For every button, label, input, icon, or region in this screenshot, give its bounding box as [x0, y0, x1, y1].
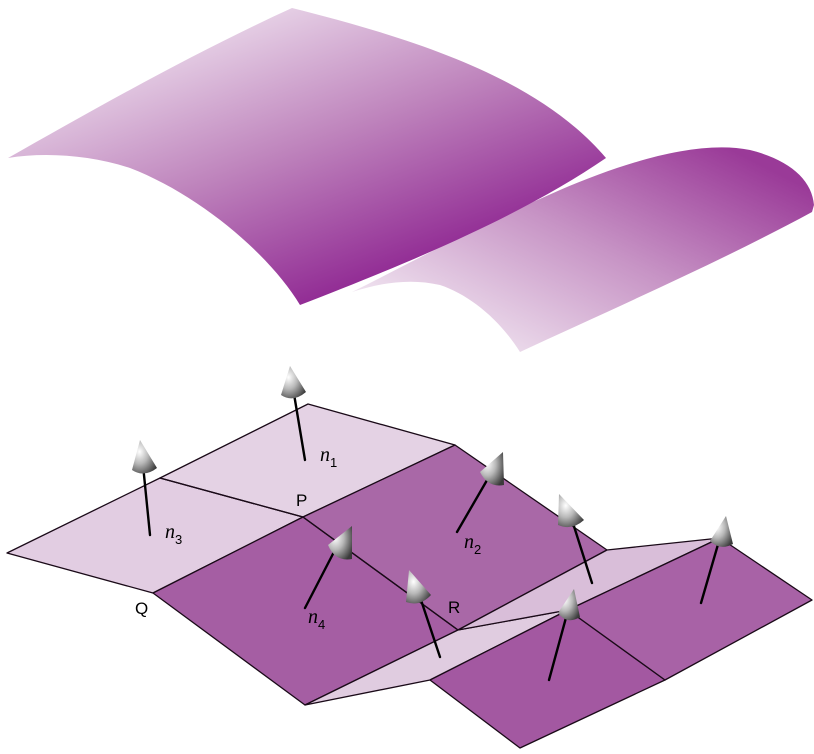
cone-arrow-icon — [132, 440, 157, 474]
label-P: P — [296, 491, 307, 510]
cone-arrow-icon — [710, 516, 733, 547]
label-Q: Q — [135, 599, 148, 618]
cone-arrow-icon — [558, 494, 584, 527]
label-R: R — [448, 598, 460, 617]
smooth-surface — [8, 8, 814, 352]
cone-arrow-icon — [281, 366, 306, 398]
